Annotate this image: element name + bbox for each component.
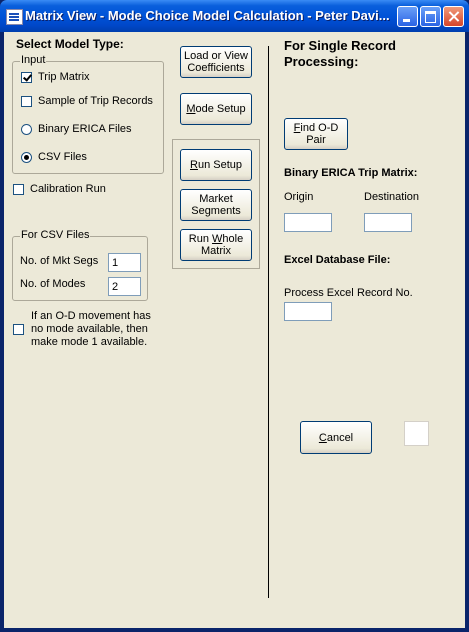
excel-database-file-heading: Excel Database File: bbox=[284, 254, 391, 266]
od-mode-available-checkbox[interactable] bbox=[13, 324, 24, 335]
record-no-label: Record No. bbox=[357, 287, 413, 299]
run-setup-label: Run Setup bbox=[190, 159, 242, 171]
app-icon bbox=[6, 9, 23, 25]
input-group: Input bbox=[12, 54, 164, 174]
single-record-heading-line-1: For Single Record bbox=[284, 38, 396, 53]
od-mode-line-1: If an O-D movement has bbox=[31, 310, 151, 322]
od-mode-line-3: make mode 1 available. bbox=[31, 336, 148, 348]
close-button[interactable] bbox=[443, 6, 464, 27]
column-divider bbox=[268, 46, 269, 598]
title-bar[interactable]: Matrix View - Mode Choice Model Calculat… bbox=[0, 0, 469, 32]
find-od-line-2: Pair bbox=[306, 134, 326, 146]
cancel-label: Cancel bbox=[318, 431, 354, 444]
calibration-run-label[interactable]: Calibration Run bbox=[30, 183, 106, 195]
destination-label: Destination bbox=[364, 191, 420, 203]
load-view-coefficients-button[interactable]: Load or View Coefficients bbox=[180, 46, 252, 78]
origin-label: Origin bbox=[284, 191, 314, 203]
modes-input[interactable] bbox=[108, 277, 141, 296]
record-no-input[interactable] bbox=[284, 302, 332, 321]
market-segments-line-2: Segments bbox=[191, 205, 241, 217]
sample-trip-records-checkbox[interactable] bbox=[21, 96, 32, 107]
mkt-segs-input[interactable] bbox=[108, 253, 141, 272]
mode-setup-label: Mode Setup bbox=[186, 103, 246, 115]
market-segments-line-1: Market bbox=[199, 193, 233, 205]
csv-files-group: For CSV Files bbox=[12, 229, 148, 301]
modes-label: No. of Modes bbox=[20, 278, 86, 290]
csv-files-label[interactable]: CSV Files bbox=[38, 151, 87, 163]
window-title: Matrix View - Mode Choice Model Calculat… bbox=[25, 8, 390, 23]
market-segments-button[interactable]: Market Segments bbox=[180, 189, 252, 221]
binary-erica-trip-matrix-heading: Binary ERICA Trip Matrix: bbox=[284, 167, 418, 179]
single-record-heading: For Single Record Processing: bbox=[284, 38, 396, 70]
find-od-pair-button[interactable]: Find O-D Pair bbox=[284, 118, 348, 150]
cancel-button[interactable]: Cancel bbox=[300, 421, 372, 454]
destination-input[interactable] bbox=[364, 213, 412, 232]
select-model-type-heading: Select Model Type: bbox=[16, 37, 124, 51]
run-whole-matrix-button[interactable]: Run Whole Matrix bbox=[180, 229, 252, 261]
od-mode-line-2: no mode available, then bbox=[31, 323, 148, 335]
origin-input[interactable] bbox=[284, 213, 332, 232]
csv-files-group-legend: For CSV Files bbox=[20, 229, 91, 241]
single-record-heading-line-2: Processing: bbox=[284, 54, 359, 69]
csv-files-radio[interactable] bbox=[21, 152, 32, 163]
trip-matrix-checkbox[interactable] bbox=[21, 72, 32, 83]
sample-trip-records-label[interactable]: Sample of Trip Records bbox=[38, 95, 153, 107]
load-view-line-2: Coefficients bbox=[187, 62, 245, 74]
maximize-button[interactable] bbox=[420, 6, 441, 27]
process-excel-label: Process Excel bbox=[284, 287, 354, 299]
run-buttons-frame bbox=[172, 139, 260, 269]
run-whole-line-1: Run Whole bbox=[188, 233, 244, 245]
minimize-button[interactable] bbox=[397, 6, 418, 27]
client-area: Select Model Type: Input Trip Matrix Sam… bbox=[4, 32, 465, 628]
load-view-line-1: Load or View bbox=[183, 50, 248, 62]
trip-matrix-label[interactable]: Trip Matrix bbox=[38, 71, 90, 83]
run-whole-line-2: Matrix bbox=[201, 245, 231, 257]
binary-erica-files-label[interactable]: Binary ERICA Files bbox=[38, 123, 132, 135]
run-setup-button[interactable]: Run Setup bbox=[180, 149, 252, 181]
binary-erica-files-radio[interactable] bbox=[21, 124, 32, 135]
status-indicator-box bbox=[404, 421, 429, 446]
mkt-segs-label: No. of Mkt Segs bbox=[20, 255, 99, 267]
find-od-line-1: Find O-D bbox=[293, 122, 339, 134]
mode-setup-button[interactable]: Mode Setup bbox=[180, 93, 252, 125]
input-group-legend: Input bbox=[20, 54, 47, 66]
calibration-run-checkbox[interactable] bbox=[13, 184, 24, 195]
od-mode-available-label[interactable]: If an O-D movement has no mode available… bbox=[31, 310, 151, 349]
